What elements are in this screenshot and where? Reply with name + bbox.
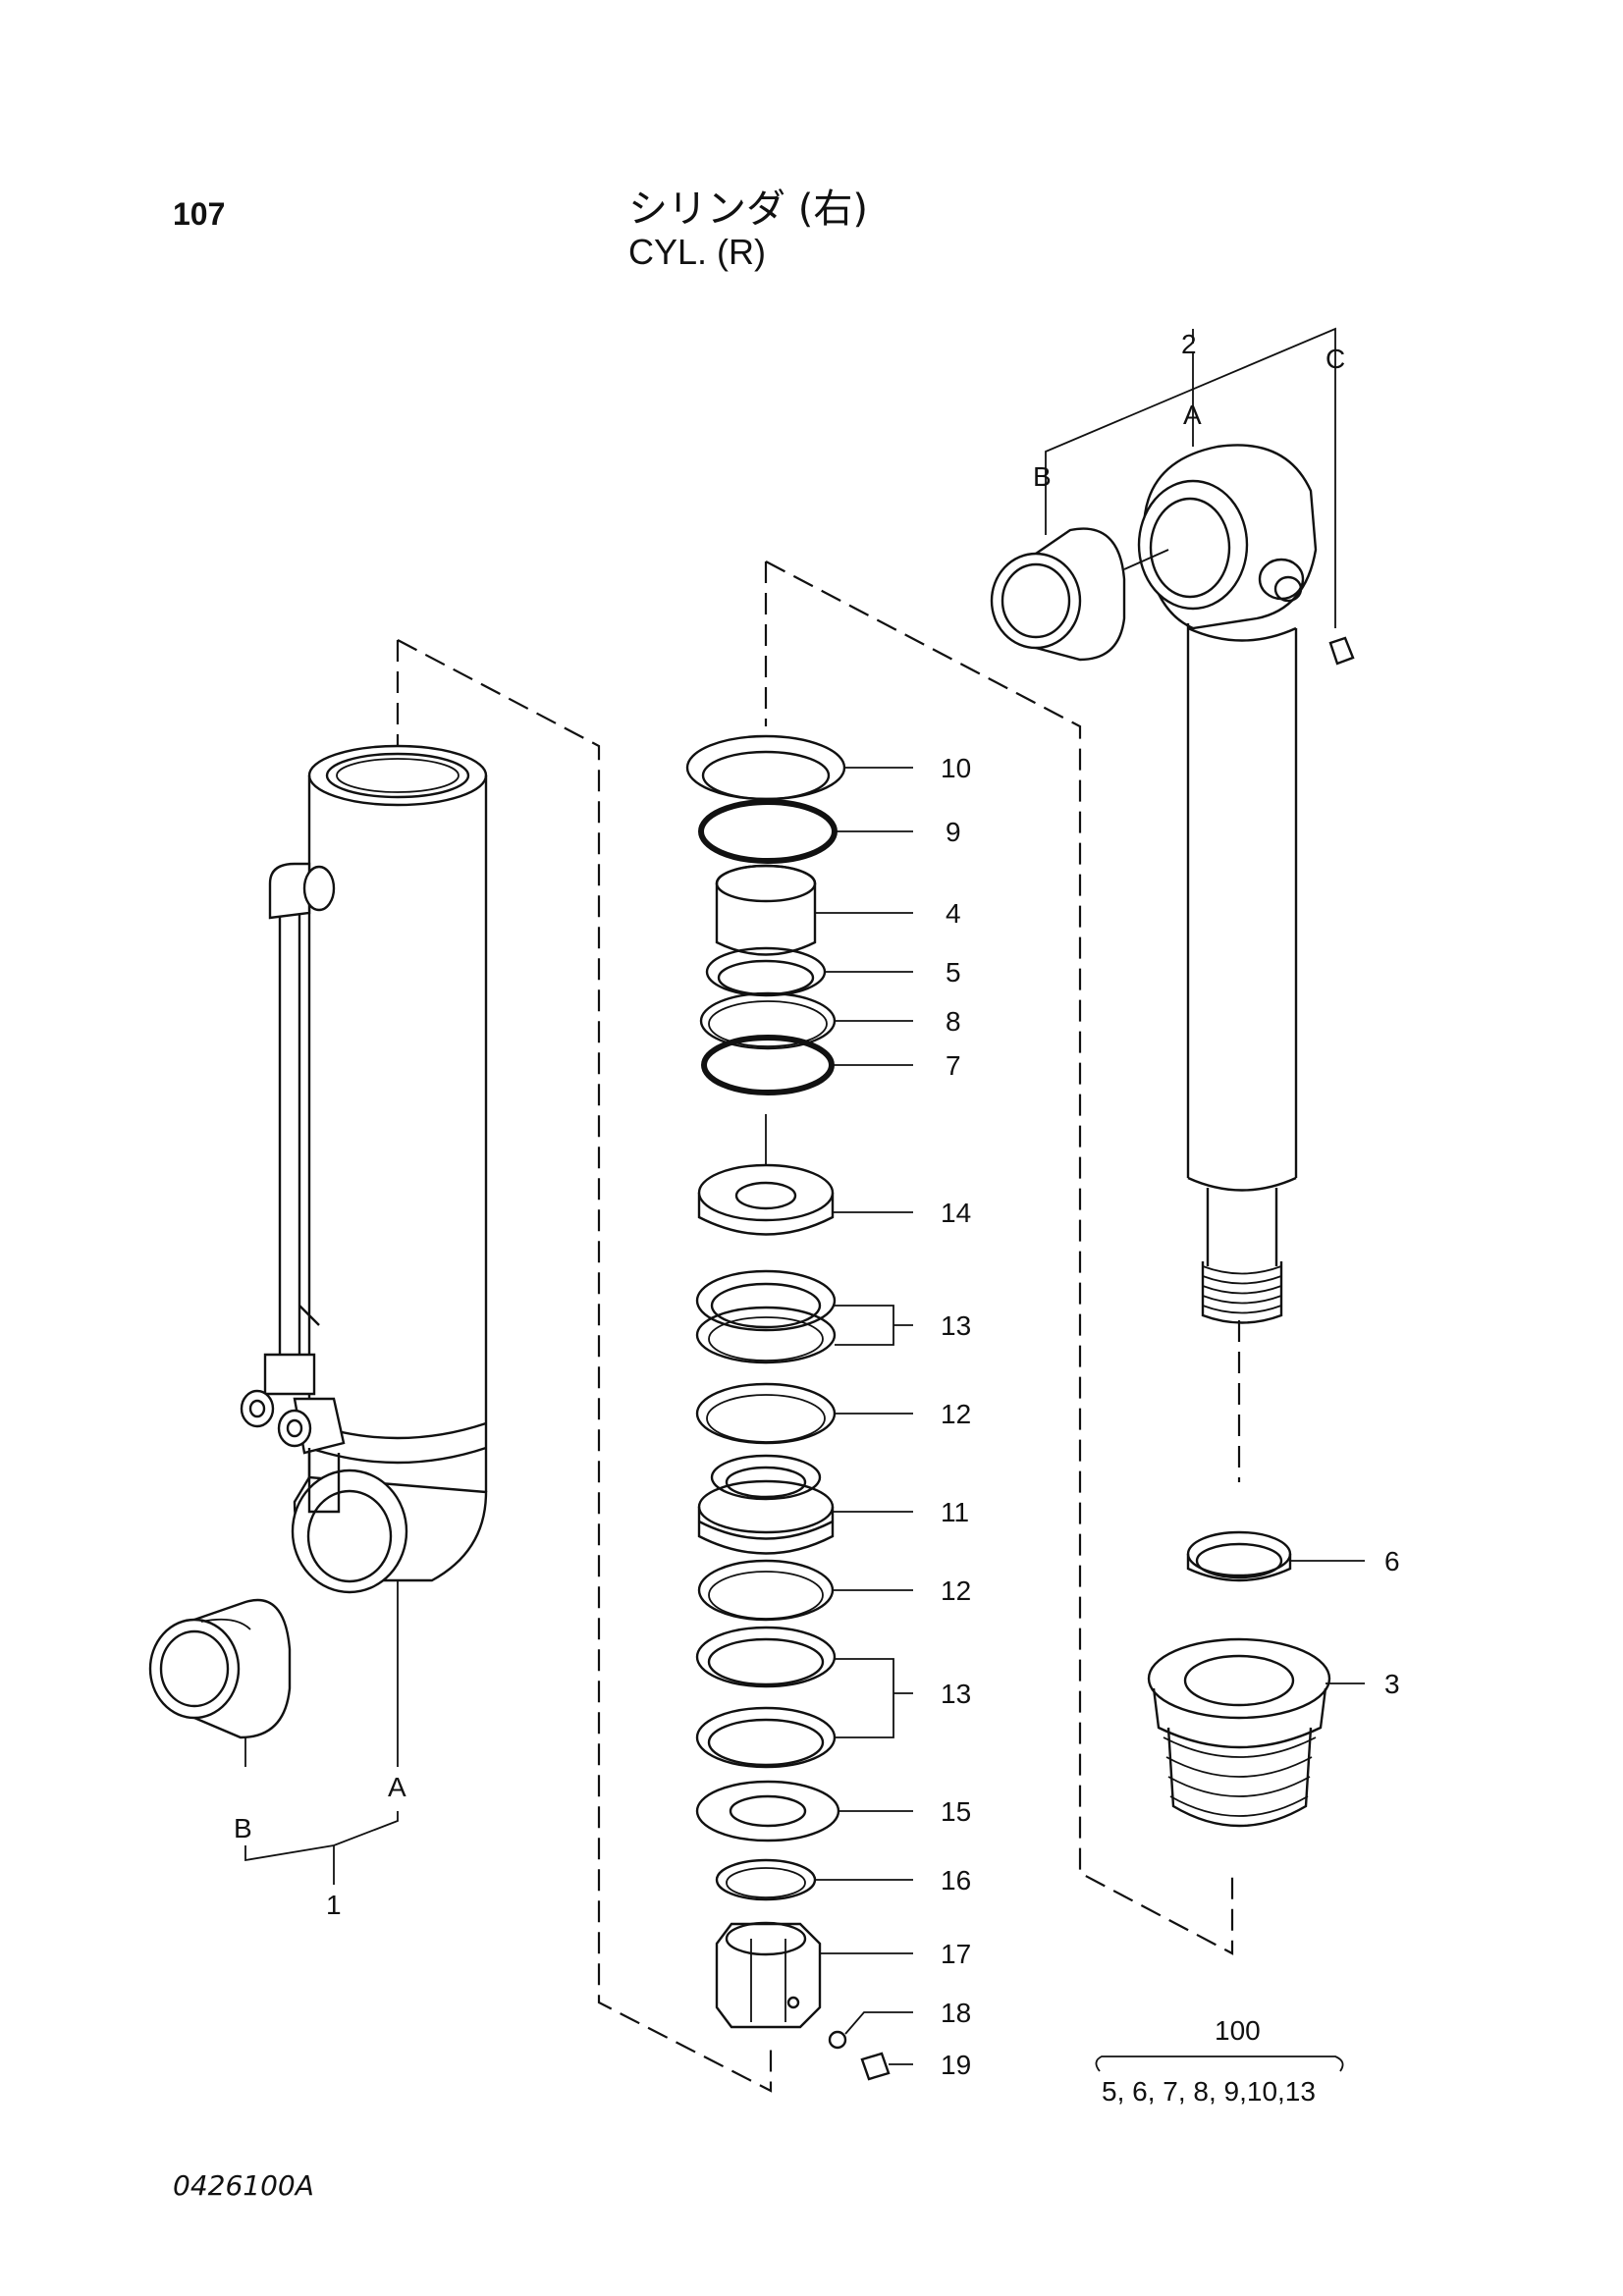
title-japanese: シリンダ (右)	[628, 187, 868, 232]
callout-label-7: 7	[946, 1050, 961, 1081]
part-14-spacer	[697, 1163, 913, 1236]
callout-label-4: 4	[946, 898, 961, 929]
drawing-code: 0426100A	[173, 2169, 314, 2202]
seal-kit-callout: 100 5, 6, 7, 8, 9,10,13	[1095, 2015, 1344, 2107]
callout-label-a-rod: A	[1183, 400, 1202, 430]
piston-rod	[990, 327, 1355, 1324]
part-19-screw	[860, 2052, 913, 2081]
assembly-frame-center	[764, 561, 1234, 1955]
part-12-ring-lower	[697, 1559, 913, 1622]
page-number: 107	[173, 196, 226, 232]
callout-label-5: 5	[946, 957, 961, 988]
part-3-head	[1147, 1637, 1365, 1828]
part-12-ring-upper	[695, 1382, 913, 1445]
callout-label-10: 10	[941, 753, 971, 783]
kit-number: 100	[1215, 2015, 1261, 2046]
part-13-ring-lower	[695, 1626, 913, 1769]
part-17-nut	[715, 1921, 913, 2029]
part-9-oring	[698, 799, 913, 864]
part-6-ring	[1186, 1530, 1365, 1582]
callout-label-15: 15	[941, 1796, 971, 1827]
part-18-ball	[828, 2011, 913, 2050]
callout-label-16: 16	[941, 1865, 971, 1896]
callout-label-9: 9	[946, 817, 961, 847]
part-7-oring	[701, 1035, 913, 1095]
part-4-bushing	[715, 864, 913, 956]
part-11-piston	[697, 1454, 913, 1555]
callout-label-11: 11	[941, 1497, 969, 1527]
callout-label-13-upper: 13	[941, 1310, 971, 1341]
callout-label-b-rod: B	[1033, 461, 1052, 492]
callout-label-c: C	[1325, 344, 1345, 374]
callout-label-18: 18	[941, 1998, 971, 2028]
callout-label-19: 19	[941, 2050, 971, 2080]
part-5-seal	[705, 946, 913, 997]
callout-label-2: 2	[1181, 329, 1197, 359]
callout-label-17: 17	[941, 1939, 971, 1969]
callout-label-13-lower: 13	[941, 1679, 971, 1709]
part-8-ring	[699, 991, 913, 1050]
callout-label-14: 14	[941, 1198, 971, 1228]
callout-label-b-tube: B	[234, 1813, 252, 1843]
part-10-ring	[685, 734, 913, 801]
part-13-ring-upper	[695, 1269, 913, 1364]
assembly-frame-left	[396, 639, 773, 2093]
part-15-washer	[695, 1780, 913, 1842]
callout-label-8: 8	[946, 1006, 961, 1037]
callout-label-1: 1	[326, 1890, 342, 1920]
callout-label-12-lower: 12	[941, 1575, 971, 1606]
cylinder-tube	[148, 744, 488, 1767]
callout-label-3: 3	[1384, 1669, 1400, 1699]
callout-label-6: 6	[1384, 1546, 1400, 1576]
callout-tube-group: A B 1	[234, 1772, 406, 1920]
callout-label-a-tube: A	[388, 1772, 406, 1802]
title-english: CYL. (R)	[628, 232, 767, 272]
kit-contents: 5, 6, 7, 8, 9,10,13	[1102, 2076, 1316, 2107]
callout-label-12-upper: 12	[941, 1399, 971, 1429]
part-16-ring	[715, 1858, 913, 1901]
